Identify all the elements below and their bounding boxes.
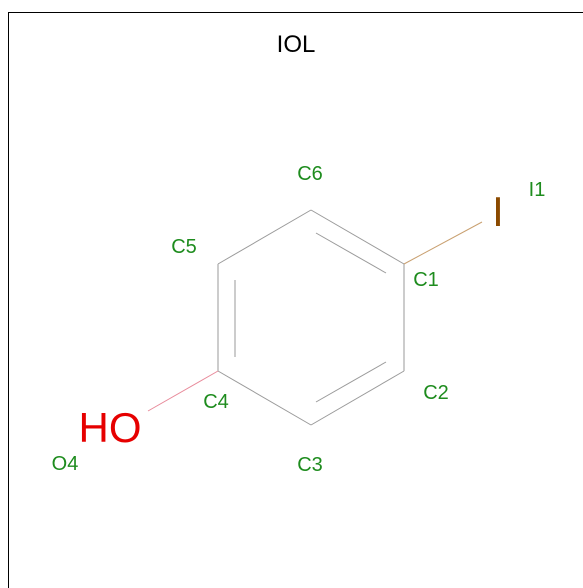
hydroxyl-symbol: HO bbox=[79, 404, 142, 451]
atom-labels: C6 I1 C5 C1 C2 C4 C3 O4 bbox=[52, 163, 546, 476]
bond-c6-c1 bbox=[310, 209, 405, 265]
atom-label-c4: C4 bbox=[203, 391, 229, 413]
bond-c2-c3 bbox=[310, 370, 405, 426]
atom-label-c2: C2 bbox=[423, 382, 449, 404]
bond-c4-o4 bbox=[147, 370, 219, 412]
bond-c3-c4 bbox=[217, 370, 312, 426]
molecule-title: IOL bbox=[277, 31, 316, 58]
benzene-ring bbox=[217, 209, 405, 426]
atom-label-c5: C5 bbox=[171, 236, 197, 258]
diagram-frame bbox=[8, 12, 583, 588]
atom-label-c6: C6 bbox=[297, 163, 323, 185]
double-bond-c2-c3-inner bbox=[315, 361, 387, 403]
double-bond-c6-c1-inner bbox=[315, 232, 387, 274]
bond-c1-i1 bbox=[403, 221, 483, 265]
iodine-symbol: I bbox=[492, 188, 504, 235]
bond-c5-c6 bbox=[217, 209, 312, 265]
atom-label-i1: I1 bbox=[529, 179, 546, 201]
atom-label-c3: C3 bbox=[297, 454, 323, 476]
atom-label-c1: C1 bbox=[413, 269, 439, 291]
atom-label-o4: O4 bbox=[52, 453, 79, 475]
